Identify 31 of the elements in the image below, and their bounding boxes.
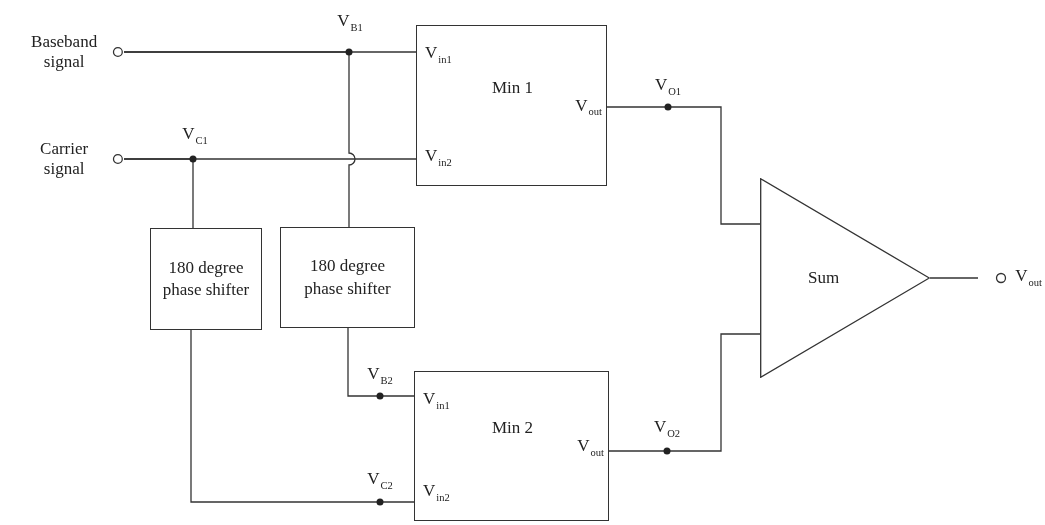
signal-label: V$_{out}$ <box>1015 266 1042 286</box>
edge-label: V$_{C2}$ <box>367 470 393 492</box>
wire <box>347 327 415 397</box>
port-label: V$_{out}$ <box>577 435 604 459</box>
edge-label: V$_{O2}$ <box>653 418 681 440</box>
edge-label: V$_{B1}$ <box>337 12 363 34</box>
edge-label: V$_{B2}$ <box>367 365 393 387</box>
signal-label: Carrier signal <box>40 138 89 178</box>
port-label: V$_{in2}$ <box>425 145 452 169</box>
signal-label: Baseband signal <box>31 31 98 71</box>
block-label: 180 degree phase shifter <box>303 255 392 300</box>
wire <box>606 106 761 225</box>
port-label: V$_{in2}$ <box>423 480 450 504</box>
wire <box>123 51 356 228</box>
wire <box>190 329 415 503</box>
wire <box>608 333 761 452</box>
phase-shifter-box <box>280 227 415 328</box>
edge-label: V$_{O1}$ <box>654 76 682 98</box>
block-label: Min 1 <box>490 76 535 98</box>
mixer-block <box>416 25 607 186</box>
port-label: V$_{out}$ <box>575 94 602 119</box>
mixer-block <box>414 371 609 521</box>
port-label: V$_{in1}$ <box>423 388 450 412</box>
wire <box>123 158 194 229</box>
port-label: V$_{in1}$ <box>425 42 452 66</box>
edge-label: V$_{C1}$ <box>182 125 208 147</box>
phase-shifter-box <box>150 228 262 330</box>
block-label: Sum <box>808 266 840 289</box>
block-label: 180 degree phase shifter <box>161 256 251 301</box>
block-label: Min 2 <box>490 417 535 439</box>
wire <box>929 277 979 279</box>
